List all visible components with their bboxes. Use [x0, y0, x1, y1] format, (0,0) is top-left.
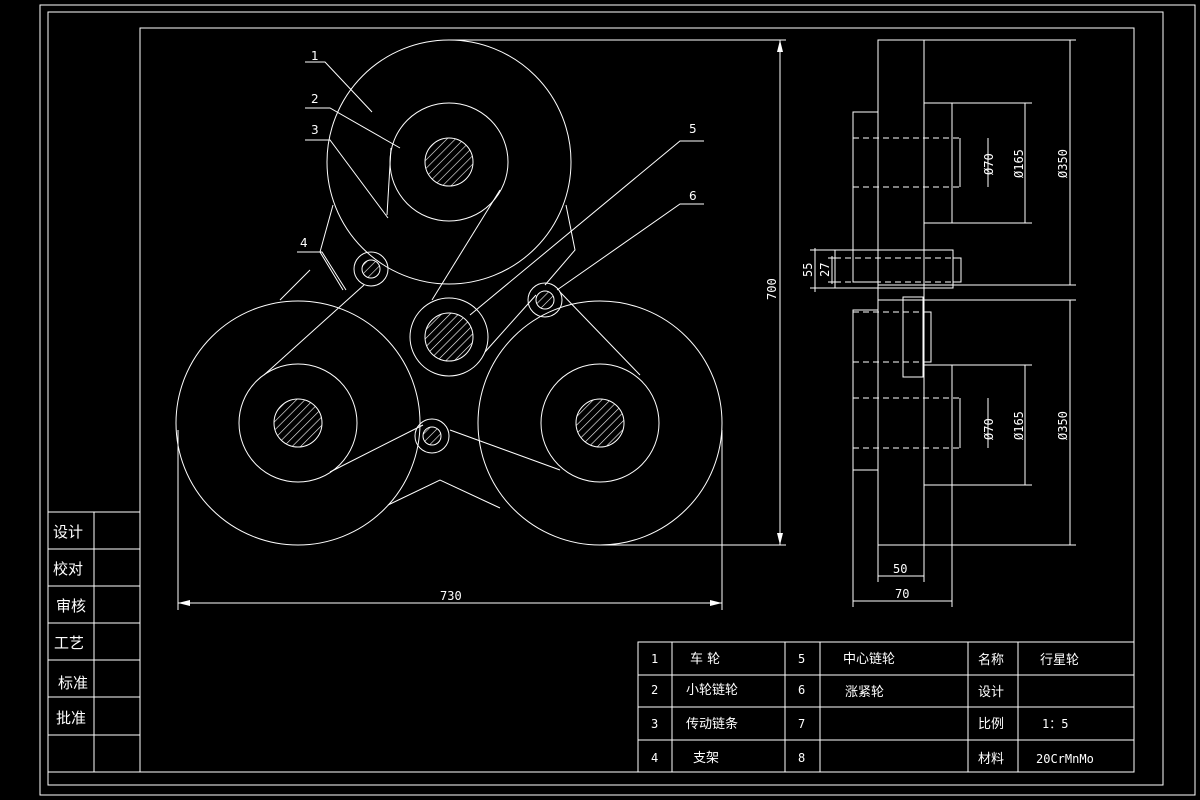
dim-d70-bottom: Ø70 [982, 418, 996, 440]
tensioner-1 [353, 251, 389, 287]
dim-50: 50 [893, 562, 907, 576]
signoff-standard: 标准 [58, 674, 88, 692]
bom-no-4: 4 [651, 751, 658, 765]
signoff-block: 设计 校对 审核 工艺 标准 批准 [47, 511, 141, 773]
bom-name-2: 小轮链轮 [686, 683, 738, 698]
dim-d165-bottom: Ø165 [1012, 411, 1026, 440]
sprocket-left [238, 363, 358, 483]
center-hub [424, 312, 474, 362]
title-material-value: 20CrMnMo [1036, 752, 1094, 766]
center-sprocket [409, 297, 489, 377]
part-label-5: 5 [689, 122, 697, 136]
dim-70-side: 70 [895, 587, 909, 601]
title-block: 1 车 轮 5 中心链轮 名称 行星轮 2 小轮链轮 6 涨紧轮 设计 3 传动… [637, 641, 1135, 773]
title-scale-value: 1：5 [1042, 717, 1068, 731]
signoff-design: 设计 [53, 523, 83, 541]
tensioner-1-hub [361, 259, 381, 279]
signoff-proofread: 校对 [53, 560, 83, 578]
bom-name-6: 涨紧轮 [845, 685, 884, 700]
bom-no-6: 6 [798, 683, 805, 697]
dim-height: 700 [765, 278, 779, 300]
dim-55: 55 [801, 263, 815, 277]
tensioner-2-hub [535, 290, 555, 310]
dim-d350-top: Ø350 [1056, 149, 1070, 178]
title-design-label: 设计 [978, 685, 1004, 700]
wheel-top [326, 39, 572, 285]
bom-name-1: 车 轮 [690, 651, 720, 667]
title-name-label: 名称 [978, 652, 1004, 668]
bom-no-1: 1 [651, 652, 658, 666]
dim-27: 27 [818, 263, 832, 277]
part-label-3: 3 [311, 123, 319, 137]
bom-no-8: 8 [798, 751, 805, 765]
part-label-4: 4 [300, 236, 308, 250]
sheet-border [39, 4, 1196, 796]
bom-no-2: 2 [651, 683, 658, 697]
dim-d70-top: Ø70 [982, 153, 996, 175]
title-scale-label: 比例 [978, 717, 1004, 732]
dim-width: 730 [440, 589, 462, 603]
hub-top [424, 137, 474, 187]
bom-no-7: 7 [798, 717, 805, 731]
part-label-1: 1 [311, 49, 319, 63]
tensioner-3 [414, 418, 450, 454]
signoff-process: 工艺 [54, 634, 84, 652]
dim-d165-top: Ø165 [1012, 149, 1026, 178]
title-name-value: 行星轮 [1040, 653, 1079, 668]
signoff-review: 审核 [56, 597, 86, 615]
part-label-2: 2 [311, 92, 319, 106]
bom-name-3: 传动链条 [686, 716, 738, 732]
hub-left [273, 398, 323, 448]
side-view: Ø70 Ø165 Ø350 Ø70 Ø165 Ø350 55 27 50 70 [801, 39, 1076, 607]
hub-right [575, 398, 625, 448]
sprocket-right [540, 363, 660, 483]
wheel-left [175, 300, 421, 546]
bom-no-3: 3 [651, 717, 658, 731]
bom-no-5: 5 [798, 652, 805, 666]
front-view: 1 2 3 4 5 6 730 700 [175, 39, 786, 610]
title-material-label: 材料 [978, 752, 1004, 767]
dim-d350-bottom: Ø350 [1056, 411, 1070, 440]
bom-name-4: 支架 [693, 751, 719, 766]
bom-name-5: 中心链轮 [843, 652, 895, 667]
part-label-6: 6 [689, 189, 697, 203]
signoff-approve: 批准 [56, 709, 86, 727]
tensioner-3-hub [422, 426, 442, 446]
tensioner-2 [527, 282, 563, 318]
